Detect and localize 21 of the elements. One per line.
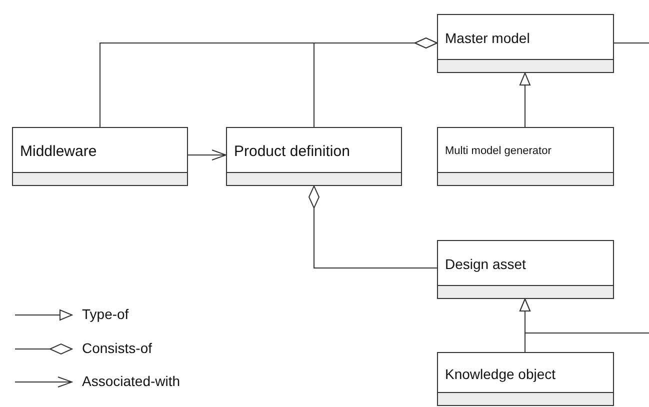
class-name: Design asset [445, 255, 526, 274]
legend-label: Associated-with [82, 373, 180, 389]
class-name: Knowledge object [445, 365, 556, 384]
arrow [520, 298, 649, 334]
class-box [226, 127, 402, 186]
class-box [437, 240, 614, 299]
arrow [188, 150, 226, 160]
arrow [520, 72, 530, 128]
class-name: Master model [445, 29, 530, 48]
class-name: Multi model generator [445, 144, 552, 159]
aggregation-connector [308, 186, 438, 268]
legend-label: Type-of [82, 306, 129, 322]
connector-line [614, 42, 649, 44]
class-box [437, 14, 614, 73]
class-name: Middleware [20, 142, 97, 162]
class-box [437, 127, 614, 186]
legend-label: Consists-of [82, 340, 152, 356]
class-box [437, 352, 614, 406]
aggregation-connector [314, 38, 438, 128]
class-name: Product definition [234, 142, 350, 162]
class-box [12, 127, 188, 186]
